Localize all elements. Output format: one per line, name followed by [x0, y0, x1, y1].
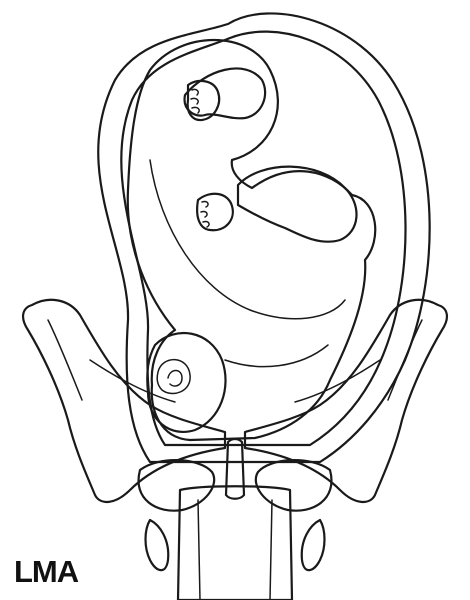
- fetal-position-label: LMA: [14, 556, 78, 587]
- fetus-fingers: [201, 202, 209, 227]
- ischial-spine-right: [302, 520, 325, 570]
- obturator-foramen-left: [139, 460, 215, 511]
- fetus-knee: [238, 167, 356, 242]
- ischial-spine-left: [146, 520, 169, 570]
- iliac-detail-right: [388, 320, 422, 400]
- fetus-ear-inner: [168, 371, 182, 387]
- birth-canal: [178, 486, 292, 600]
- pubic-symphysis: [226, 439, 244, 499]
- fetus-toes-upper: [191, 89, 199, 113]
- obturator-foramen-right: [256, 460, 332, 511]
- fetus-torso-fold: [225, 345, 328, 367]
- pelvic-brim-left: [90, 360, 175, 402]
- fetus-upper-leg: [185, 68, 266, 118]
- birth-canal-inner: [198, 500, 272, 600]
- fetus-ear: [157, 360, 190, 394]
- iliac-detail-left: [48, 320, 82, 400]
- uterus-inner-wall: [121, 32, 405, 445]
